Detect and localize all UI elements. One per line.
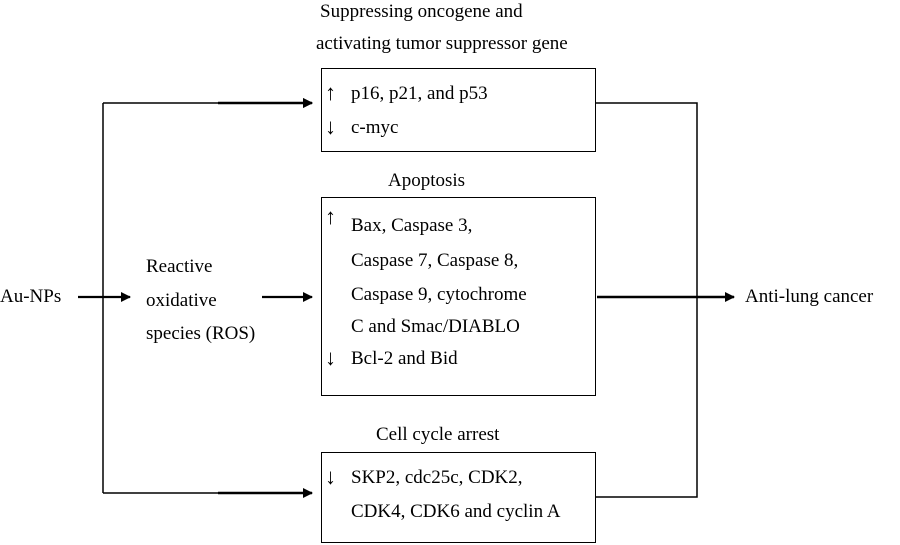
- oncogene-up-item: p16, p21, and p53: [351, 83, 488, 104]
- oncogene-box: [321, 68, 596, 152]
- collector-from-cell-cycle: [595, 297, 698, 498]
- source-label: Au-NPs: [0, 286, 62, 307]
- oncogene-heading-line2: activating tumor suppressor gene: [316, 33, 568, 54]
- apoptosis-box: [321, 197, 596, 396]
- ros-label-line2: oxidative: [146, 290, 217, 311]
- down-arrow-icon: ↓: [325, 464, 336, 489]
- apoptosis-up-line2: Caspase 7, Caspase 8,: [351, 250, 519, 271]
- ros-label-line3: species (ROS): [146, 323, 256, 344]
- apoptosis-down-item: Bcl-2 and Bid: [351, 348, 458, 369]
- outcome-label: Anti-lung cancer: [745, 286, 874, 307]
- oncogene-heading-line1: Suppressing oncogene and: [320, 1, 523, 22]
- apoptosis-up-line4: C and Smac/DIABLO: [351, 316, 520, 337]
- cell-cycle-down-line1: SKP2, cdc25c, CDK2,: [351, 467, 523, 488]
- cell-cycle-heading: Cell cycle arrest: [376, 424, 500, 445]
- collector-from-oncogene: [595, 102, 698, 297]
- up-arrow-icon: ↑: [325, 204, 336, 229]
- down-arrow-icon: ↓: [325, 114, 336, 139]
- apoptosis-up-line3: Caspase 9, cytochrome: [351, 284, 527, 305]
- cell-cycle-down-line2: CDK4, CDK6 and cyclin A: [351, 501, 561, 522]
- up-arrow-icon: ↑: [325, 80, 336, 105]
- cell-cycle-box: [321, 452, 596, 543]
- oncogene-down-item: c-myc: [351, 117, 399, 138]
- down-arrow-icon: ↓: [325, 345, 336, 370]
- apoptosis-heading: Apoptosis: [388, 170, 466, 191]
- apoptosis-up-line1: Bax, Caspase 3,: [351, 215, 473, 236]
- ros-label-line1: Reactive: [146, 256, 213, 277]
